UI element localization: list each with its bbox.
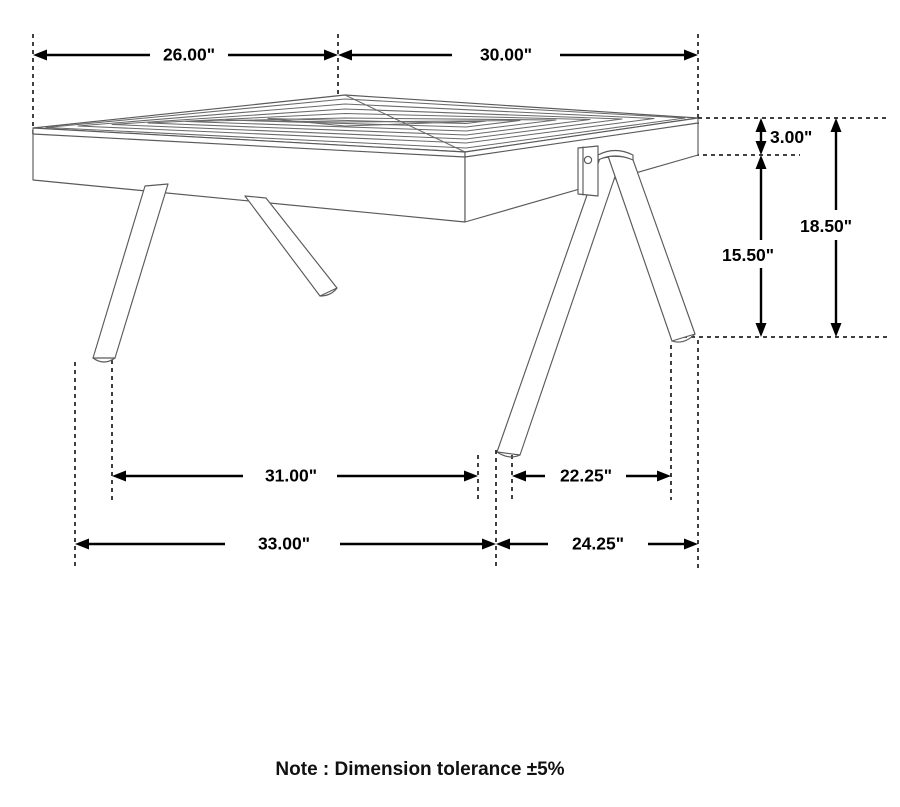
dimension-right-3: 3.00" xyxy=(755,118,812,155)
dimension-bottom-22-25: 22.25" xyxy=(512,466,671,486)
dim-arrow-33-end xyxy=(482,538,496,550)
dim-arrow-30-start xyxy=(338,49,352,61)
slat-ring-2 xyxy=(77,103,655,144)
tolerance-note: Note : Dimension tolerance ±5% xyxy=(275,759,564,780)
apron-top-edge-left xyxy=(32,133,466,158)
dim-arrow-24-25-end xyxy=(684,538,698,550)
dim-arrow-3-bottom xyxy=(755,141,767,155)
leg-left-outer xyxy=(92,183,169,359)
dimension-right-15-5: 15.50" xyxy=(722,155,774,337)
dim-label-33: 33.00" xyxy=(258,534,310,554)
dimension-bottom-24-25: 24.25" xyxy=(496,534,698,554)
dim-arrow-26-end xyxy=(324,49,338,61)
dimension-bottom-33: 33.00" xyxy=(75,534,496,554)
dim-label-3: 3.00" xyxy=(770,127,812,147)
dim-arrow-31-start xyxy=(112,470,126,482)
dim-label-22-25: 22.25" xyxy=(560,466,612,486)
coffee-table-illustration xyxy=(32,94,699,458)
dim-arrow-24-25-start xyxy=(496,538,510,550)
dimension-bottom-31: 31.00" xyxy=(112,466,478,486)
dim-arrow-3-top xyxy=(755,118,767,132)
dim-arrow-22-25-end xyxy=(657,470,671,482)
leg-mounting-bracket xyxy=(577,145,599,197)
dim-label-31: 31.00" xyxy=(265,466,317,486)
dimension-top-30: 30.00" xyxy=(338,45,698,65)
dim-arrow-15-5-bottom xyxy=(755,323,767,337)
dim-arrow-31-end xyxy=(464,470,478,482)
dim-arrow-26-start xyxy=(33,49,47,61)
dim-label-30: 30.00" xyxy=(480,45,532,65)
dim-arrow-15-5-top xyxy=(755,155,767,169)
foot-right-front xyxy=(496,451,521,458)
slat-ring-7 xyxy=(267,117,487,127)
dim-arrow-22-25-start xyxy=(512,470,526,482)
dim-arrow-18-5-top xyxy=(830,118,842,132)
dim-label-26: 26.00" xyxy=(163,45,215,65)
foot-left-inner xyxy=(319,287,338,297)
slat-ring-1 xyxy=(45,98,686,149)
leg-right-back xyxy=(607,155,696,342)
dim-label-15-5: 15.50" xyxy=(722,245,774,265)
apron-top-edge-right xyxy=(464,122,699,158)
foot-left-outer xyxy=(92,357,116,363)
slat-ring-4 xyxy=(147,112,591,136)
leg-left-inner xyxy=(244,195,338,297)
bracket-bolt-hole xyxy=(583,155,593,165)
dim-label-18-5: 18.50" xyxy=(800,216,852,236)
dim-arrow-18-5-bottom xyxy=(830,323,842,337)
foot-right-back xyxy=(671,333,696,343)
slat-ring-3 xyxy=(111,108,623,140)
slat-diagonal-seam xyxy=(344,95,466,152)
dim-arrow-33-start xyxy=(75,538,89,550)
leg-top-cap xyxy=(597,149,634,161)
dimension-right-18-5: 18.50" xyxy=(800,118,852,337)
dim-arrow-30-end xyxy=(684,49,698,61)
tabletop-slat-pattern xyxy=(45,95,686,152)
dimension-top-26: 26.00" xyxy=(33,45,338,65)
dim-label-24-25: 24.25" xyxy=(572,534,624,554)
